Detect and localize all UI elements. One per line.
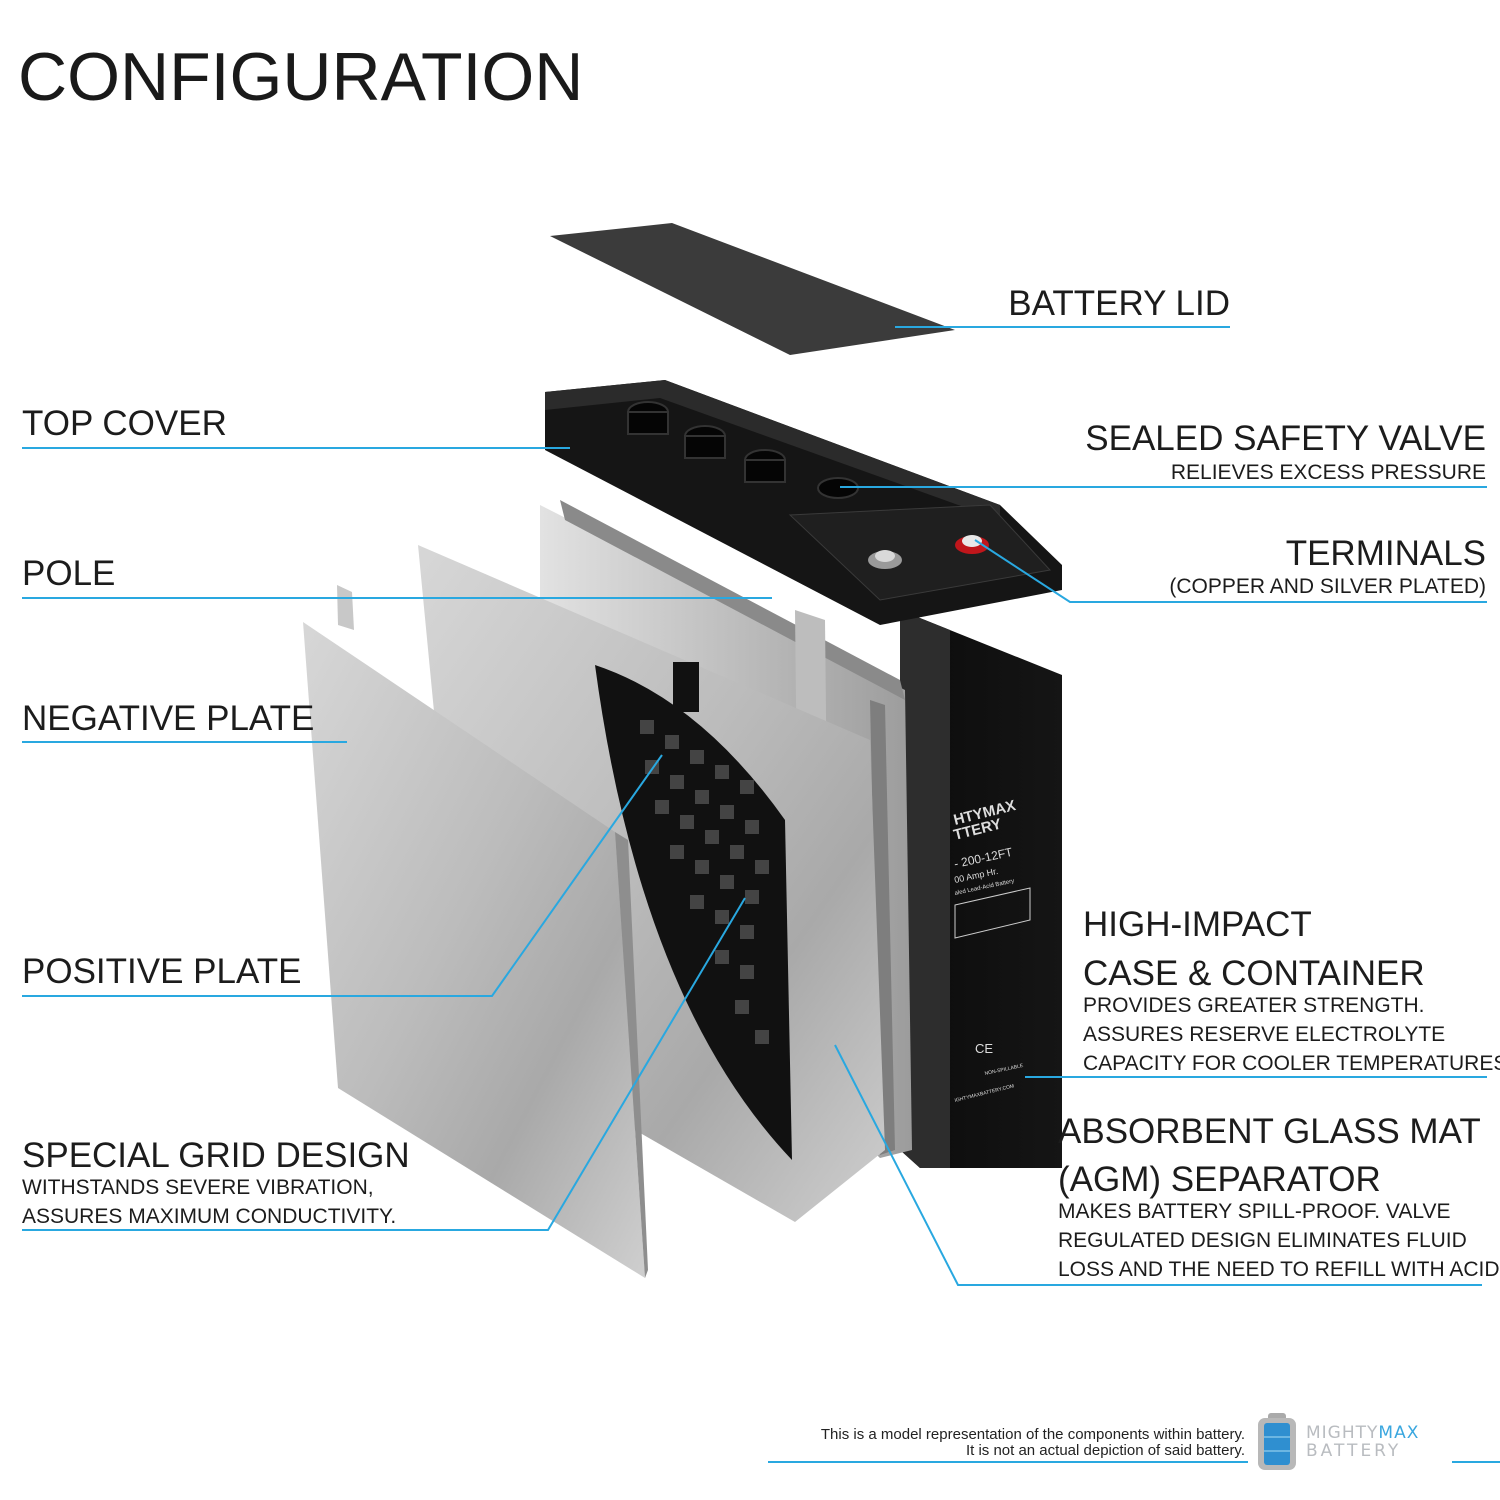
label-agm-1: ABSORBENT GLASS MAT — [1058, 1112, 1481, 1151]
desc-agm-2: REGULATED DESIGN ELIMINATES FLUID — [1058, 1229, 1467, 1252]
negative-plate — [303, 622, 645, 1278]
mightymax-battery-icon — [1258, 1413, 1296, 1470]
label-positive-plate: POSITIVE PLATE — [22, 952, 302, 991]
desc-agm-1: MAKES BATTERY SPILL-PROOF. VALVE — [1058, 1200, 1451, 1223]
label-battery-lid: BATTERY LID — [1008, 284, 1230, 323]
desc-special-grid-2: ASSURES MAXIMUM CONDUCTIVITY. — [22, 1205, 397, 1228]
disclaimer-line-2: It is not an actual depiction of said ba… — [965, 1442, 1245, 1459]
desc-special-grid-1: WITHSTANDS SEVERE VIBRATION, — [22, 1176, 374, 1199]
grid-tab — [673, 662, 699, 712]
leader-terminals — [974, 539, 1487, 603]
label-agm-2: (AGM) SEPARATOR — [1058, 1160, 1381, 1199]
page-title: CONFIGURATION — [18, 39, 584, 115]
desc-case-2: ASSURES RESERVE ELECTROLYTE — [1083, 1023, 1446, 1046]
disclaimer-line-1: This is a model representation of the co… — [820, 1426, 1245, 1443]
leader-grid — [22, 897, 746, 1231]
desc-sealed-safety-valve: RELIEVES EXCESS PRESSURE — [1170, 461, 1486, 484]
label-top-cover: TOP COVER — [22, 404, 227, 443]
label-negative-plate: NEGATIVE PLATE — [22, 699, 315, 738]
label-case-2: CASE & CONTAINER — [1083, 954, 1425, 993]
pole-tab — [337, 585, 354, 630]
desc-case-3: CAPACITY FOR COOLER TEMPERATURES. — [1083, 1052, 1500, 1075]
logo-battery: BATTERY — [1306, 1441, 1402, 1461]
desc-terminals: (COPPER AND SILVER PLATED) — [1169, 575, 1486, 598]
logo-max: MAX — [1378, 1423, 1420, 1443]
desc-agm-3: LOSS AND THE NEED TO REFILL WITH ACID. — [1058, 1258, 1500, 1281]
footer-disclaimer: This is a model representation of the co… — [821, 1427, 1245, 1459]
label-case-1: HIGH-IMPACT — [1083, 905, 1312, 944]
leader-lines — [22, 326, 1500, 1463]
terminal-positive — [955, 535, 989, 554]
label-pole: POLE — [22, 554, 116, 593]
label-terminals: TERMINALS — [1285, 534, 1486, 573]
label-special-grid: SPECIAL GRID DESIGN — [22, 1136, 410, 1175]
terminal-negative — [868, 550, 902, 569]
battery-lid — [550, 223, 955, 355]
logo-mighty: MIGHTY — [1306, 1423, 1379, 1443]
leader-agm — [834, 1044, 1482, 1286]
safety-valve-ports — [627, 401, 859, 499]
grid-cells — [640, 720, 769, 1044]
mightymax-logo: MIGHTYMAX BATTERY — [1306, 1424, 1419, 1460]
desc-case-1: PROVIDES GREATER STRENGTH. — [1083, 994, 1425, 1017]
svg-text:CE: CE — [975, 1041, 993, 1056]
leader-positive-plate — [22, 754, 663, 997]
label-sealed-safety-valve: SEALED SAFETY VALVE — [1085, 419, 1486, 458]
